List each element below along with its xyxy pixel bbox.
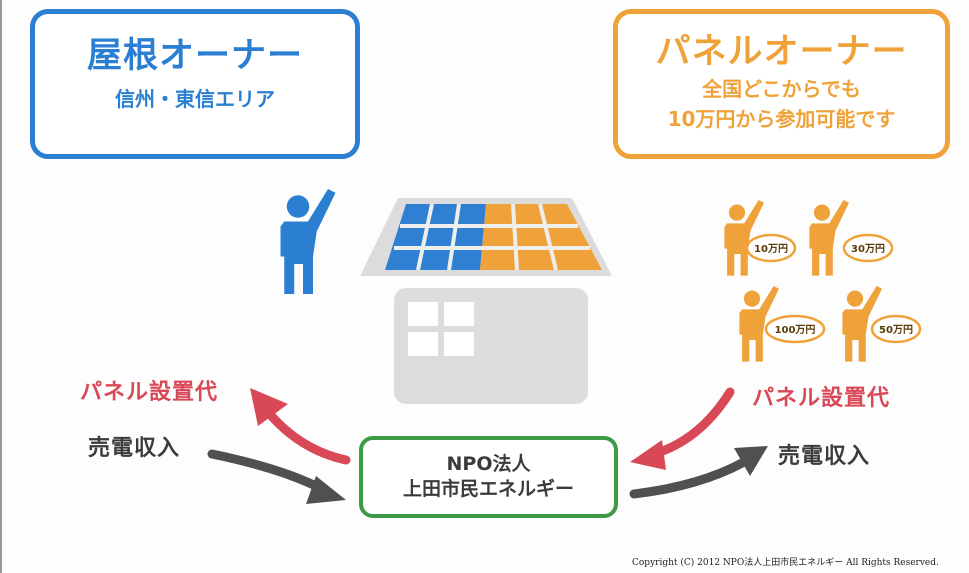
npo-name-line1: NPO法人 (446, 453, 531, 475)
copyright-text: Copyright (C) 2012 NPO法人上田市民エネルギー All Ri… (632, 558, 939, 568)
npo-name-line2: 上田市民エネルギー (402, 478, 574, 500)
amount-tag-10: 10万円 (745, 233, 797, 263)
amount-tag-100-text: 100万円 (775, 324, 816, 336)
panel-owner-box: パネルオーナー 全国どこからでも 10万円から参加可能です (613, 9, 950, 159)
house-icon (360, 198, 612, 404)
right-income-label: 売電収入 (778, 444, 871, 469)
panel-owner-subtitle-line1: 全国どこからでも (702, 77, 861, 101)
investor-person-icon-2 (809, 200, 849, 276)
right-payment-arrow (630, 387, 735, 470)
roof-owner-subtitle: 信州・東信エリア (115, 87, 275, 111)
right-payment-label: パネル設置代 (752, 386, 891, 411)
amount-tag-100: 100万円 (764, 314, 826, 344)
amount-tag-50: 50万円 (870, 314, 922, 344)
amount-tag-30: 30万円 (842, 233, 894, 263)
roof-owner-title: 屋根オーナー (86, 36, 303, 76)
left-payment-label: パネル設置代 (80, 380, 219, 405)
roof-owner-person-icon (280, 189, 336, 294)
npo-box: NPO法人 上田市民エネルギー (359, 436, 618, 518)
left-income-label: 売電収入 (88, 436, 181, 461)
roof-owner-box: 屋根オーナー 信州・東信エリア (30, 9, 360, 159)
amount-tag-50-text: 50万円 (879, 324, 913, 336)
panel-owner-subtitle-line2: 10万円から参加可能です (667, 107, 896, 131)
right-income-arrow (629, 446, 768, 499)
amount-tag-10-text: 10万円 (754, 243, 788, 255)
left-income-arrow (207, 449, 346, 504)
amount-tag-30-text: 30万円 (851, 243, 885, 255)
panel-owner-title: パネルオーナー (655, 32, 908, 72)
left-payment-arrow (250, 388, 351, 465)
